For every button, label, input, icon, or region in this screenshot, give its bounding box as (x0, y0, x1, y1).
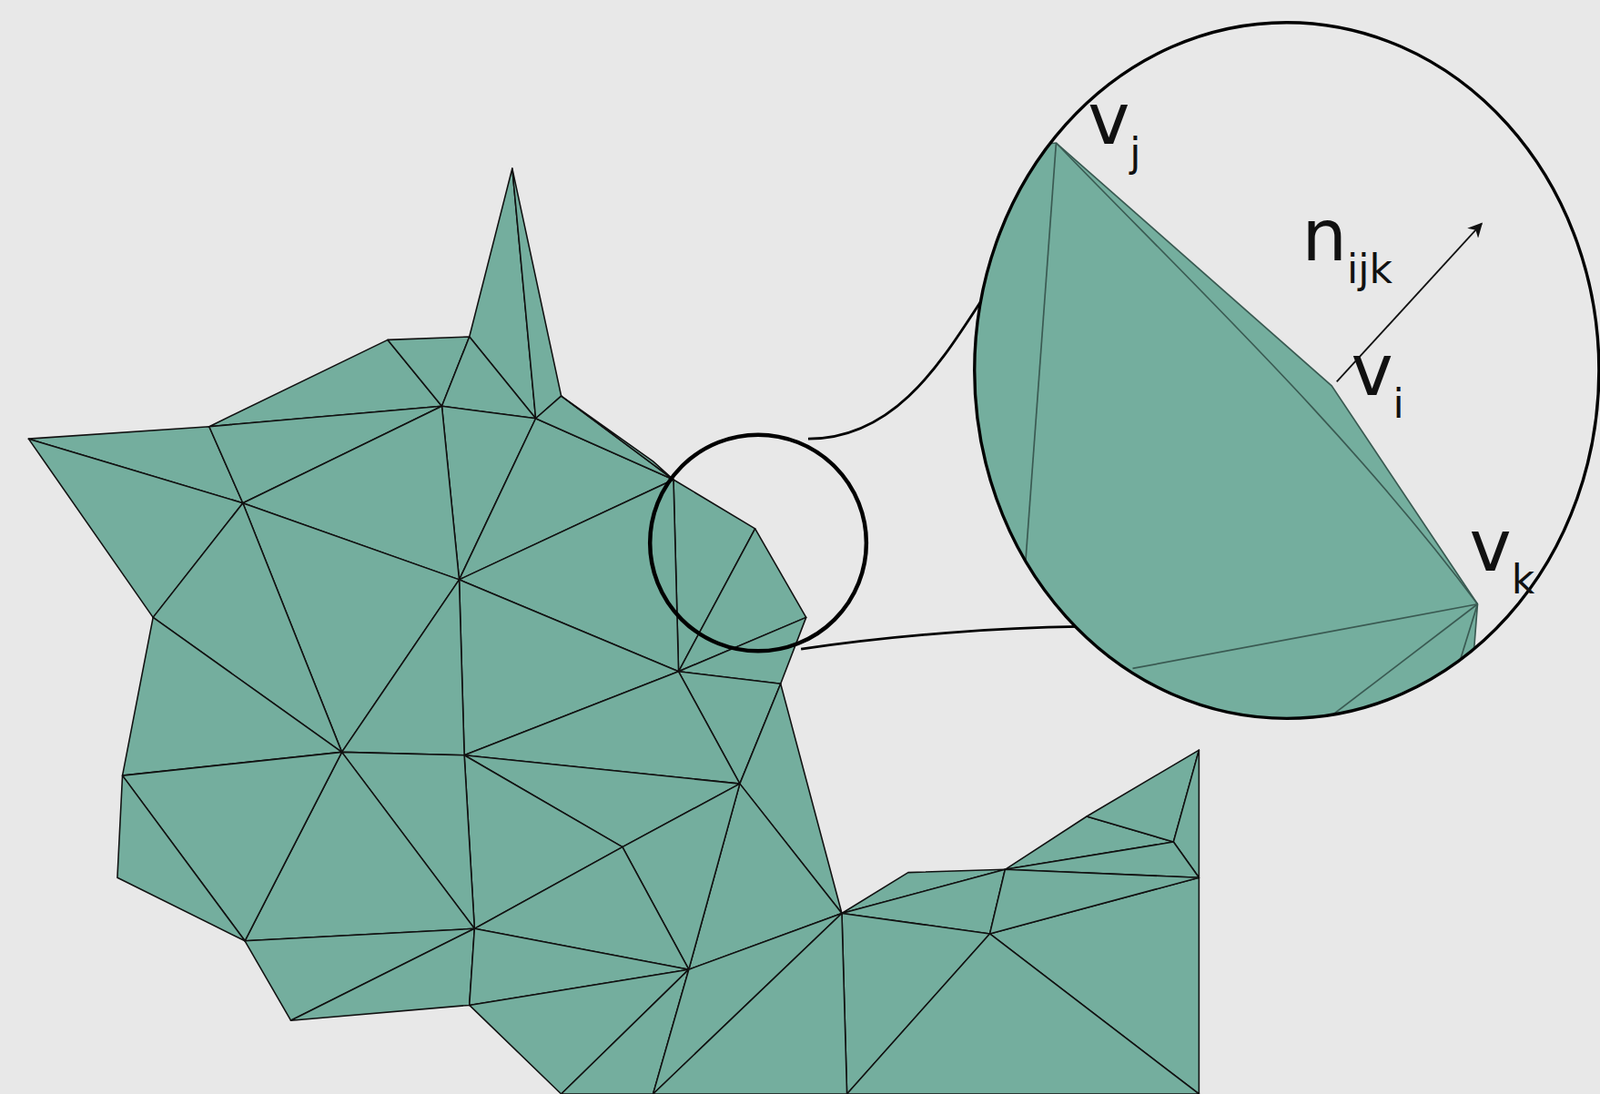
zoom-lens (974, 22, 1600, 719)
mesh-face (122, 617, 343, 776)
mesh-face (653, 913, 848, 1094)
mesh-face (561, 395, 674, 480)
mesh-face (990, 869, 1200, 934)
mesh-face (536, 395, 674, 480)
mesh-face (117, 775, 245, 942)
zoom-connector (800, 626, 1080, 649)
mesh-face (847, 933, 1200, 1094)
zoom-connector (808, 293, 986, 439)
mesh-face (512, 168, 562, 419)
vertex-label: vk (1468, 510, 1535, 600)
zoom-detail (959, 142, 1479, 735)
vertex-label: vj (1087, 83, 1141, 173)
mesh-face (469, 969, 689, 1094)
normal-label: nijk (1302, 200, 1393, 290)
vertex-label: vi (1350, 334, 1404, 425)
mesh-face (342, 579, 466, 756)
zoom-circle (649, 435, 867, 652)
mesh-face (291, 928, 476, 1021)
mesh-face (244, 928, 475, 1021)
mesh-face (441, 336, 536, 419)
